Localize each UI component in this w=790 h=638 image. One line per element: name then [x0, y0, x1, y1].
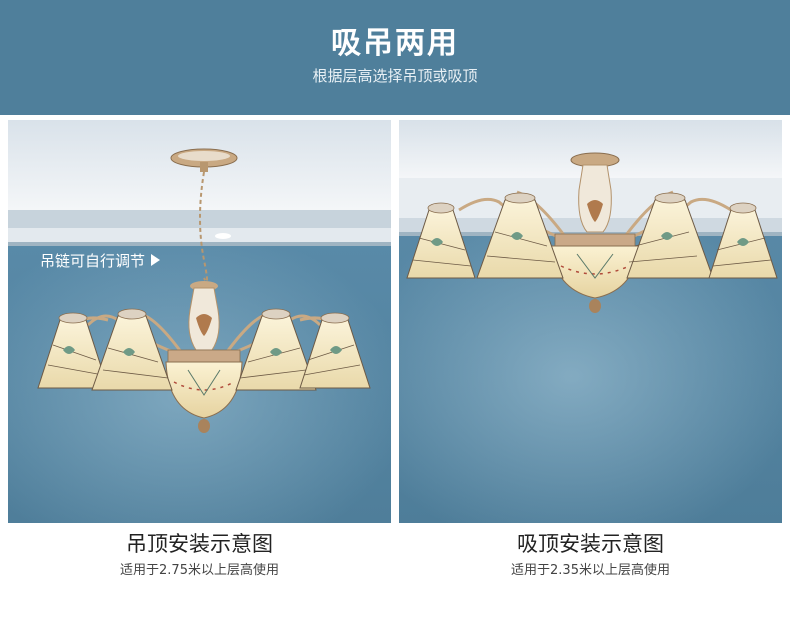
header-banner: 吸吊两用 根据层高选择吊顶或吸顶 — [0, 0, 790, 115]
annotation-text: 吊链可自行调节 — [40, 252, 146, 270]
pendant-chandelier-illustration — [8, 120, 391, 523]
shade-4 — [708, 202, 778, 279]
shade-4 — [299, 312, 371, 389]
shade-1 — [406, 202, 476, 279]
chain-adjust-annotation: 吊链可自行调节 — [40, 251, 161, 271]
pendant-caption: 吊顶安装示意图 — [126, 532, 273, 556]
shade-3 — [235, 308, 317, 391]
shade-2 — [476, 192, 564, 279]
pendant-install-photo: 吊链可自行调节 — [8, 120, 391, 523]
banner-subtitle: 根据层高选择吊顶或吸顶 — [312, 67, 478, 85]
flushmount-chandelier-illustration — [399, 120, 782, 523]
banner-title: 吸吊两用 — [331, 26, 459, 61]
arrow-right-icon — [151, 254, 161, 266]
ceiling-mount-caption: 吸顶安装示意图 — [517, 532, 664, 556]
ceiling-mount-height-note: 适用于2.35米以上层高使用 — [511, 563, 670, 578]
shade-2 — [91, 308, 173, 391]
pendant-height-note: 适用于2.75米以上层高使用 — [120, 563, 279, 578]
ceiling-mount-photo — [399, 120, 782, 523]
